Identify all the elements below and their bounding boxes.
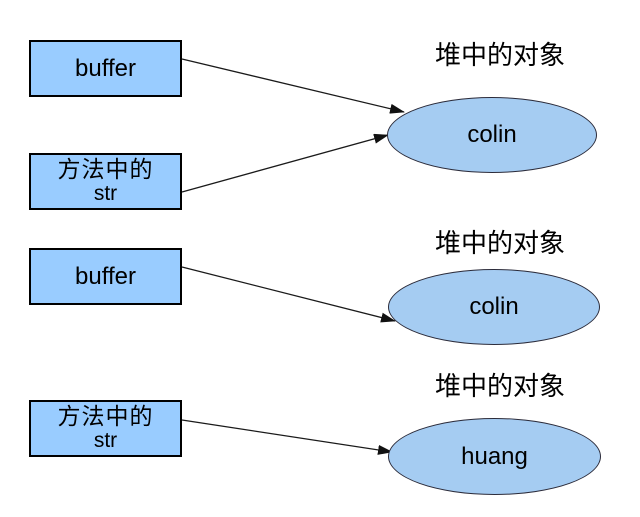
box-buffer-1-label: buffer [75,54,136,82]
ellipse-colin-2: colin [388,269,600,345]
box-str-1-label-zh: 方法中的 [57,156,154,182]
ellipse-huang-1: huang [388,418,601,495]
ellipse-colin-2-label: colin [469,293,519,320]
box-buffer-2-label: buffer [75,262,136,290]
box-str-1: 方法中的 str [29,153,182,210]
ellipse-huang-1-label: huang [461,442,528,470]
arrow-str-1-to-colin-1 [181,133,389,193]
arrow-str-2-to-huang-1 [181,419,393,455]
heap-caption-1: 堆中的对象 [434,41,565,70]
heap-caption-3: 堆中的对象 [434,372,565,401]
ellipse-colin-1-label: colin [467,121,517,148]
box-buffer-2: buffer [29,248,182,305]
box-buffer-1: buffer [29,40,182,97]
heap-caption-2: 堆中的对象 [434,229,565,258]
ellipse-colin-1: colin [387,97,597,173]
box-str-1-label: str [93,181,118,205]
box-str-2: 方法中的 str [29,400,182,457]
arrow-buffer-2-to-colin-2 [181,266,396,323]
box-str-2-label-zh: 方法中的 [57,403,154,429]
arrow-buffer-1-to-colin-1 [181,58,405,114]
box-str-2-label: str [93,428,118,452]
